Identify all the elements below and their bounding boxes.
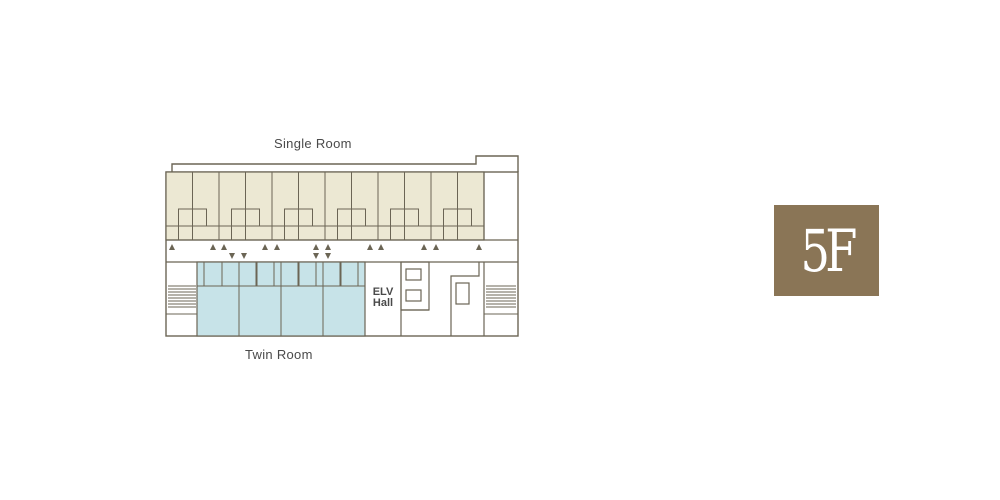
single-room-bath	[443, 208, 472, 227]
door-arrow-up	[421, 244, 427, 250]
floor-number: 5F	[800, 216, 857, 285]
door-arrow-up	[325, 244, 331, 250]
door-arrow-up	[433, 244, 439, 250]
door-arrow-up	[378, 244, 384, 250]
door-arrow-down	[229, 253, 235, 259]
door-arrow-up	[274, 244, 280, 250]
single-room-bath	[337, 208, 366, 227]
door-arrow-down	[313, 253, 319, 259]
elv-hall-label-line2: Hall	[373, 297, 393, 309]
door-arrow-up	[367, 244, 373, 250]
floor-badge: 5F	[774, 205, 879, 296]
single-room-bath	[284, 208, 313, 227]
elevator-core	[400, 261, 485, 336]
door-arrow-down	[325, 253, 331, 259]
door-arrow-down	[241, 253, 247, 259]
twin-room-dividers	[197, 261, 365, 336]
door-arrow-up	[210, 244, 216, 250]
elv-hall-label-line1: ELV	[373, 286, 394, 298]
door-arrow-up	[169, 244, 175, 250]
door-arrows	[169, 244, 482, 259]
right-stair	[484, 285, 518, 315]
balcony-outline	[171, 155, 519, 172]
single-room-dividers	[166, 172, 484, 240]
single-room-bath	[178, 208, 207, 227]
elevator-1	[405, 268, 422, 281]
twin-room-label: Twin Room	[245, 347, 313, 362]
door-arrow-up	[221, 244, 227, 250]
single-room-bath	[231, 208, 260, 227]
door-arrow-up	[262, 244, 268, 250]
door-arrow-up	[313, 244, 319, 250]
single-room-bath	[390, 208, 419, 227]
left-stair	[166, 262, 198, 336]
single-room-label: Single Room	[274, 136, 352, 151]
service-shaft	[455, 282, 470, 305]
elevator-2	[405, 289, 422, 302]
door-arrow-up	[476, 244, 482, 250]
